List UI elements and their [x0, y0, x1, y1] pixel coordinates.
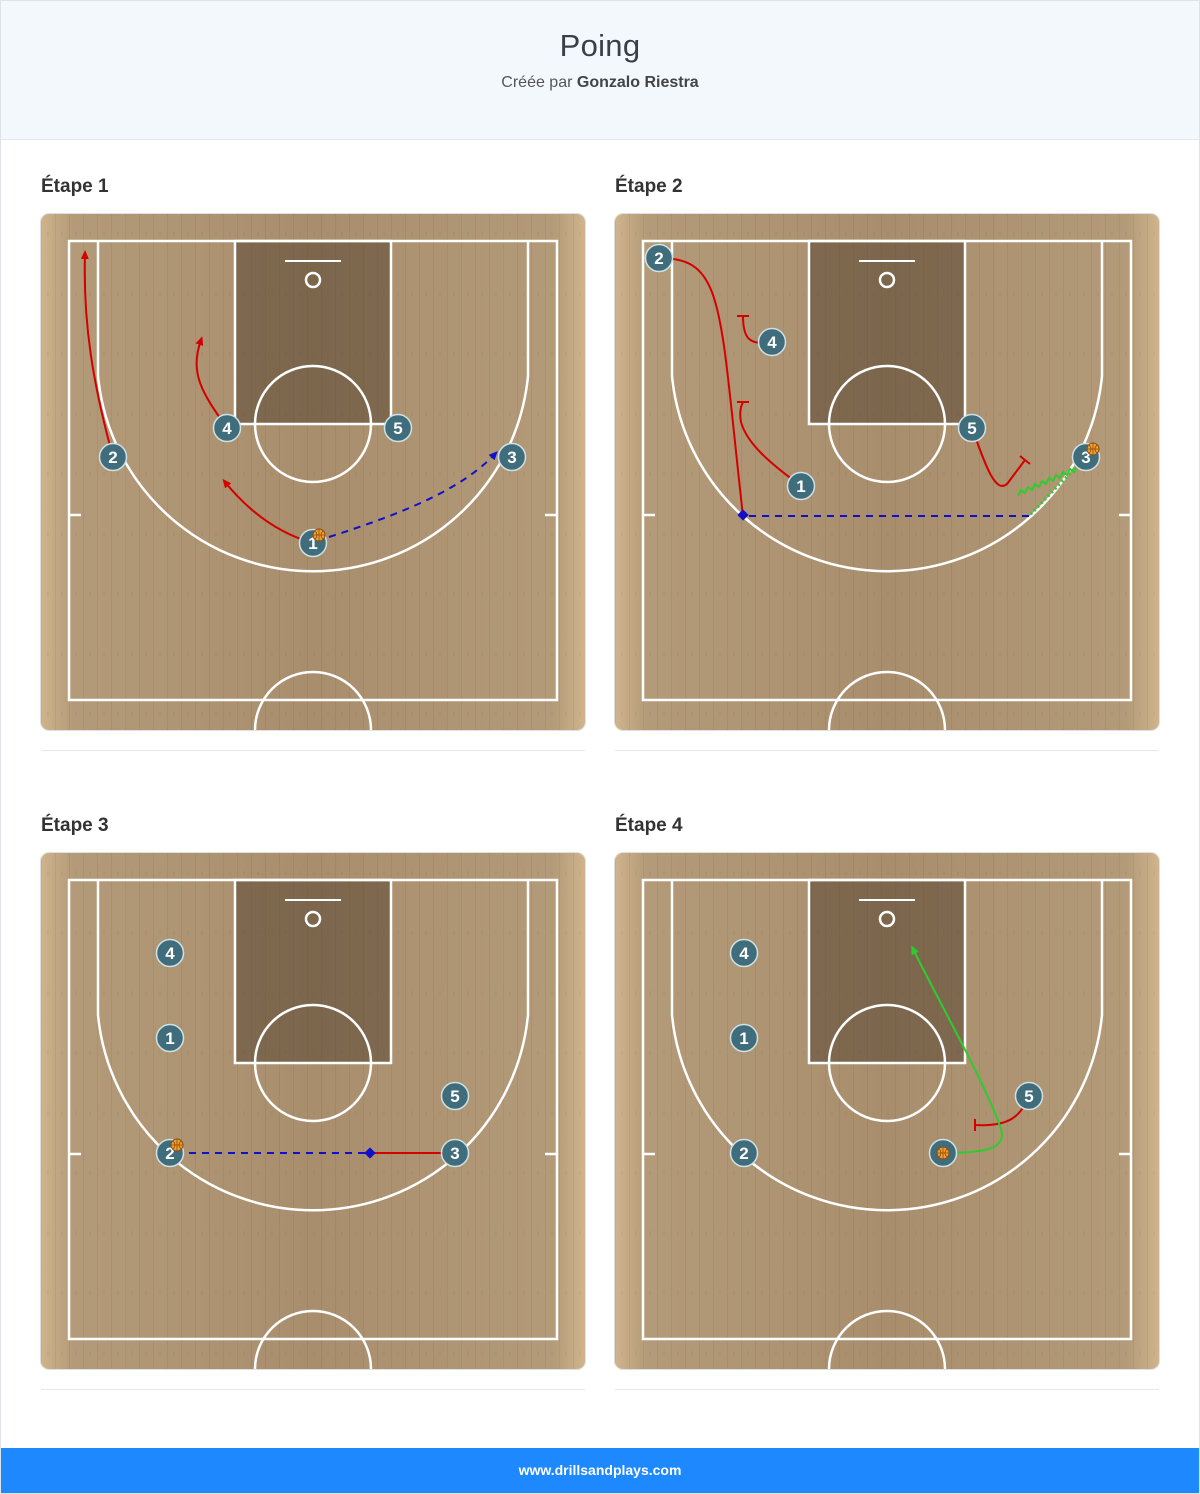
player-number: 3: [1081, 448, 1090, 467]
step-title: Étape 1: [41, 176, 109, 197]
player-2: 2: [644, 243, 674, 273]
divider: [41, 750, 585, 751]
player-number: 4: [739, 944, 749, 963]
player-5: 5: [1014, 1081, 1044, 1111]
move-2: [658, 257, 744, 517]
divider: [615, 1389, 1159, 1390]
court-diagram: 2 4 5 1 3: [615, 214, 1159, 730]
court-lines: [641, 878, 1133, 1369]
player-number: 5: [393, 419, 402, 438]
player-number: 4: [767, 333, 777, 352]
court-diagram: 2 4 5 3 1: [41, 214, 585, 730]
court-lines: [67, 878, 559, 1369]
pass-1-3: [328, 451, 498, 538]
player-number: 2: [108, 448, 117, 467]
dribble-3: [1027, 464, 1079, 518]
player-4: 4: [155, 938, 185, 968]
player-5: 5: [383, 413, 413, 443]
byline: Créée par Gonzalo Riestra: [1, 74, 1199, 92]
handoff-marker: [364, 1147, 376, 1159]
player-number: 2: [739, 1144, 748, 1163]
author-name: Gonzalo Riestra: [576, 74, 699, 91]
player-number: 1: [739, 1029, 748, 1048]
player-3: 3: [440, 1138, 470, 1168]
player-1: 1: [729, 1023, 759, 1053]
player-1: 1: [786, 471, 816, 501]
court-svg: 4 1 5 2: [615, 853, 1159, 1369]
players: 2 4 5 1 3: [644, 243, 1101, 501]
dribble-drive: [911, 945, 1003, 1154]
players: 2 4 5 3 1: [98, 413, 527, 558]
court-svg: 2 4 5 1 3: [615, 214, 1159, 730]
player-number: 1: [308, 534, 317, 553]
player-4: 4: [757, 327, 787, 357]
step-title: Étape 2: [615, 176, 683, 197]
player-1: 1: [155, 1023, 185, 1053]
divider: [615, 750, 1159, 751]
player-2: 2: [98, 442, 128, 472]
player-number: 5: [967, 419, 976, 438]
player-3: 3: [497, 442, 527, 472]
ball-icon: [312, 528, 326, 542]
player-number: 1: [165, 1029, 174, 1048]
ball-icon: [170, 1138, 184, 1152]
player-5: 5: [957, 413, 987, 443]
player-5: 5: [440, 1081, 470, 1111]
player-number: 5: [450, 1087, 459, 1106]
player-number: 5: [1024, 1087, 1033, 1106]
court-svg: 4 1 5 2 3: [41, 853, 585, 1369]
court-svg: 2 4 5 3 1: [41, 214, 585, 730]
player-2: 2: [729, 1138, 759, 1168]
players: 4 1 5 2 3: [155, 938, 470, 1168]
court-lines: [641, 239, 1133, 730]
zigzag-3: [1017, 465, 1078, 497]
play-title: Poing: [559, 28, 641, 63]
ball-icon: [936, 1146, 950, 1160]
actions: [658, 257, 1079, 521]
player-number: 4: [222, 419, 232, 438]
player-number: 4: [165, 944, 175, 963]
divider: [41, 1389, 585, 1390]
court-lines: [67, 239, 559, 730]
screen-1: [737, 401, 802, 487]
move-2: [80, 250, 114, 458]
court-diagram: 4 1 5 2: [615, 853, 1159, 1369]
step-title: Étape 4: [615, 815, 683, 836]
players: 4 1 5 2: [729, 938, 1044, 1168]
step-title: Étape 3: [41, 815, 109, 836]
ball-icon: [1086, 442, 1100, 456]
player-number: 1: [796, 477, 805, 496]
player-number: 2: [654, 249, 663, 268]
player-number: 2: [165, 1144, 174, 1163]
page-header: Poing Créée par Gonzalo Riestra: [1, 1, 1199, 140]
court-diagram: 4 1 5 2 3: [41, 853, 585, 1369]
player-4: 4: [212, 413, 242, 443]
footer-link[interactable]: www.drillsandplays.com: [518, 1462, 682, 1478]
byline-prefix: Créée par: [501, 74, 573, 91]
footer: www.drillsandplays.com: [1, 1448, 1199, 1493]
player-4: 4: [729, 938, 759, 968]
player-number: 3: [507, 448, 516, 467]
player-number: 3: [450, 1144, 459, 1163]
